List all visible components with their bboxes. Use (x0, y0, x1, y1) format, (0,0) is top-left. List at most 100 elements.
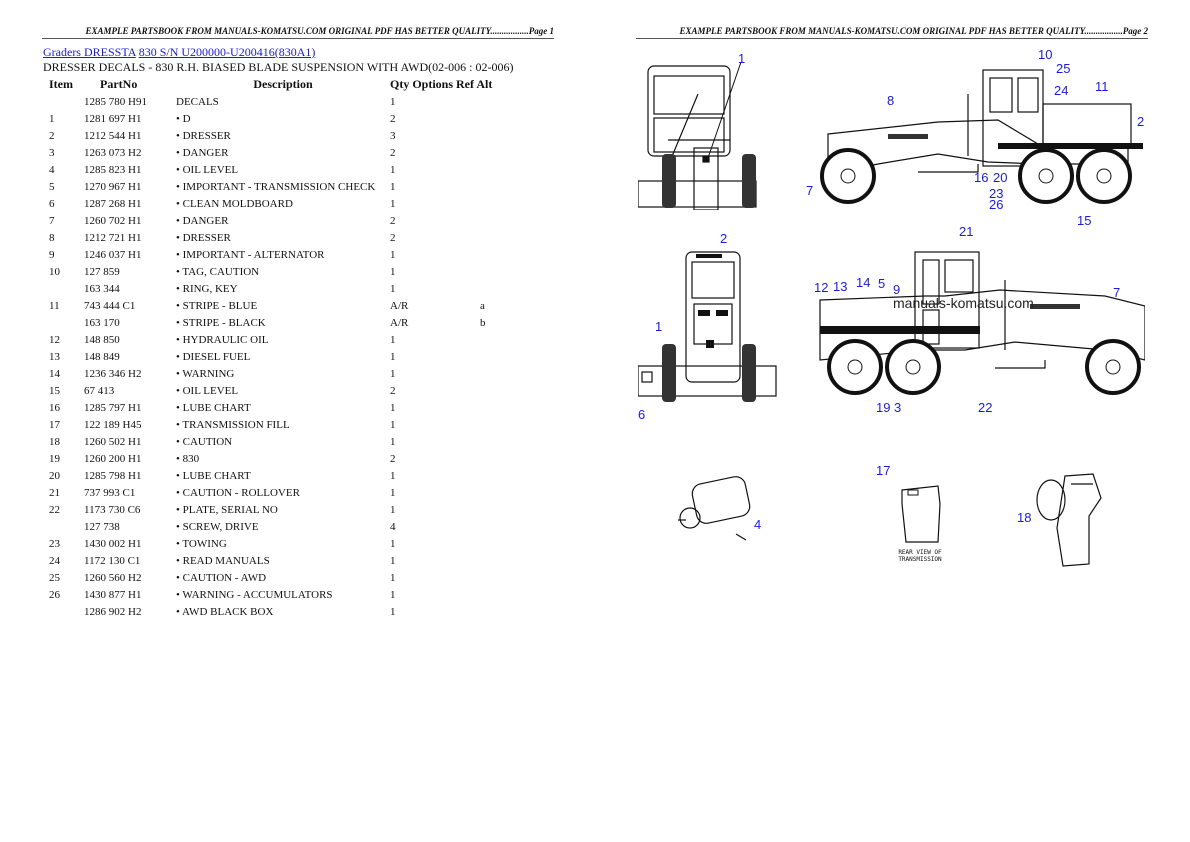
callout-18: 18 (1017, 510, 1032, 525)
ref-cell (480, 535, 520, 552)
item-number-cell: 26 (49, 588, 60, 601)
description-cell: • LUBE CHART (176, 401, 251, 414)
ref-cell (480, 229, 520, 246)
part-number-cell: 1212 544 H1 (84, 129, 142, 142)
page-1-header: EXAMPLE PARTSBOOK FROM MANUALS-KOMATSU.C… (42, 24, 554, 39)
callout-15: 15 (1077, 213, 1092, 228)
description-cell: • CAUTION - AWD (176, 571, 267, 584)
ref-cell (480, 178, 520, 195)
breadcrumb-link-model[interactable]: 830 S/N U200000-U200416(830A1) (138, 45, 316, 59)
ref-cell (480, 399, 520, 416)
part-number-cell: 163 170 (84, 316, 120, 329)
ref-cell (480, 331, 520, 348)
item-number-cell: 20 (49, 469, 60, 482)
callout-24: 24 (1054, 83, 1069, 98)
ref-cell (480, 552, 520, 569)
item-number-cell: 3 (49, 146, 55, 159)
description-cell: • STRIPE - BLUE (176, 299, 258, 312)
ref-cell: b (480, 316, 486, 329)
quantity-cell: 1 (390, 282, 396, 295)
part-number-cell: 1260 702 H1 (84, 214, 142, 227)
quantity-cell: 1 (390, 180, 396, 193)
part-number-cell: 127 738 (84, 520, 120, 533)
watermark: manuals-komatsu.com (893, 295, 1034, 311)
item-number-cell: 4 (49, 163, 55, 176)
item-number-cell: 5 (49, 180, 55, 193)
description-cell: • SCREW, DRIVE (176, 520, 259, 533)
callout-19: 19 (876, 400, 891, 415)
part-number-cell: 1286 902 H2 (84, 605, 142, 618)
breadcrumb-link-graders[interactable]: Graders DRESSTA (43, 45, 136, 59)
parts-table: Item PartNo Description Qty Options Ref … (43, 76, 520, 620)
callout-9: 9 (893, 282, 901, 297)
description-cell: • TAG, CAUTION (176, 265, 260, 278)
item-number-cell (43, 603, 84, 620)
quantity-cell: A/R (390, 316, 409, 329)
item-number-cell: 7 (49, 214, 55, 227)
ref-cell (480, 280, 520, 297)
item-number-cell (43, 314, 84, 331)
ref-cell: a (480, 299, 485, 312)
part-number-cell: 1260 502 H1 (84, 435, 142, 448)
callout-12: 12 (814, 280, 829, 295)
quantity-cell: 1 (390, 418, 396, 431)
callout-26: 26 (989, 197, 1004, 212)
part-number-cell: 1430 002 H1 (84, 537, 142, 550)
grader-left-side-diagram (820, 69, 1143, 204)
description-cell: • CAUTION - ROLLOVER (176, 486, 300, 499)
part-number-cell: 1236 346 H2 (84, 367, 142, 380)
quantity-cell: 2 (390, 112, 396, 125)
callout-11: 11 (1095, 79, 1109, 94)
item-number-cell: 17 (49, 418, 60, 431)
quantity-cell: 1 (390, 503, 396, 516)
item-number-cell: 23 (49, 537, 60, 550)
description-cell: • DRESSER (176, 129, 231, 142)
callout-14: 14 (856, 275, 871, 290)
quantity-cell: 1 (390, 367, 396, 380)
description-cell: • STRIPE - BLACK (176, 316, 266, 329)
item-number-cell: 6 (49, 197, 55, 210)
part-number-cell: 1430 877 H1 (84, 588, 142, 601)
column-header-item: Item (49, 77, 73, 91)
part-number-cell: 148 849 (84, 350, 120, 363)
item-number-cell (43, 93, 84, 110)
column-header-partno: PartNo (100, 77, 138, 91)
table-row: 127 738 • SCREW, DRIVE 4 (43, 518, 520, 535)
quantity-cell: 1 (390, 350, 396, 363)
quantity-cell: 2 (390, 146, 396, 159)
part-number-cell: 1246 037 H1 (84, 248, 142, 261)
ref-cell (480, 263, 520, 280)
alternator-diagram (678, 476, 751, 541)
quantity-cell: 2 (390, 384, 396, 397)
description-cell: • TOWING (176, 537, 227, 550)
description-cell: • READ MANUALS (176, 554, 270, 567)
callout-4: 4 (754, 517, 762, 532)
item-number-cell: 24 (49, 554, 60, 567)
item-number-cell: 13 (49, 350, 60, 363)
item-number-cell: 12 (49, 333, 60, 346)
quantity-cell: 4 (390, 520, 396, 533)
callout-21: 21 (959, 224, 974, 239)
ref-cell (480, 603, 520, 620)
quantity-cell: 1 (390, 469, 396, 482)
callout-20: 20 (993, 170, 1008, 185)
description-cell: • WARNING (176, 367, 235, 380)
callout-1: 1 (655, 319, 663, 334)
part-number-cell: 127 859 (84, 265, 120, 278)
ref-cell (480, 246, 520, 263)
callout-17: 17 (876, 463, 891, 478)
description-cell: • RING, KEY (176, 282, 238, 295)
page-2-header: EXAMPLE PARTSBOOK FROM MANUALS-KOMATSU.C… (636, 24, 1148, 39)
